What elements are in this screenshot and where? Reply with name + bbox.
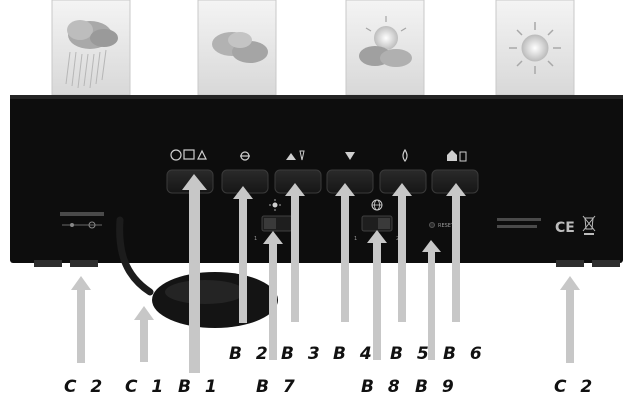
alarm-off-icon (240, 151, 250, 161)
forecast-panel-rain (51, 0, 131, 96)
forecast-panel-partly-sunny (345, 0, 425, 96)
drop-icon (402, 148, 408, 162)
alarm-icon (170, 149, 207, 161)
arrow-b6 (446, 183, 466, 322)
up-arrow-icon (286, 150, 305, 161)
label-b4: B 4 (333, 344, 376, 364)
home-icon (447, 150, 467, 162)
label-c1: C 1 (125, 377, 167, 397)
arrow-b5 (392, 183, 412, 322)
arrow-b9 (422, 240, 441, 360)
reset-label: RESET (438, 223, 455, 229)
globe-slider[interactable]: 1 2 (354, 199, 399, 242)
arrow-c2-right (560, 276, 580, 363)
label-b9: B 9 (415, 377, 458, 397)
forecast-panels (51, 0, 575, 96)
svg-text:1: 1 (254, 236, 257, 242)
ce-mark: CE (555, 220, 575, 236)
recycle-bin-icon (582, 215, 596, 235)
arrow-b8 (367, 230, 387, 360)
weather-station-body: 1 2 1 2 RESET (10, 95, 623, 267)
reset-control[interactable]: RESET (429, 222, 455, 230)
right-foot-a (556, 260, 584, 267)
arrow-b7 (263, 231, 283, 360)
label-b3: B 3 (281, 344, 324, 364)
label-b7: B 7 (256, 377, 299, 397)
arrow-b1 (182, 174, 207, 373)
product-label: CE (497, 215, 596, 236)
svg-text:2: 2 (396, 236, 399, 242)
down-arrow-icon (345, 152, 355, 160)
forecast-panel-sunny (495, 0, 575, 96)
light-icon (269, 199, 281, 211)
label-c2-right: C 2 (554, 377, 596, 397)
arrow-c2-left (71, 276, 91, 363)
right-foot-b (592, 260, 620, 267)
svg-text:1: 1 (354, 236, 357, 242)
button-icon-row (170, 148, 467, 162)
partly-sunny-icon (359, 16, 412, 67)
sunny-icon (509, 22, 561, 74)
left-foot-a (34, 260, 62, 267)
globe-icon (371, 199, 383, 211)
callout-arrows (71, 174, 580, 373)
arrow-b2 (233, 186, 253, 323)
reset-hole[interactable] (429, 222, 435, 228)
label-c2-left: C 2 (64, 377, 106, 397)
label-b2: B 2 (229, 344, 272, 364)
label-b1: B 1 (178, 377, 221, 397)
cloudy-icon (212, 32, 268, 63)
power-jack (60, 212, 104, 229)
callout-labels: B 2 B 3 B 4 B 5 B 6 C 2 C 1 B 1 B 7 B 8 … (64, 344, 596, 397)
forecast-panel-cloudy (197, 0, 277, 96)
label-b8: B 8 (361, 377, 404, 397)
arrow-c1 (134, 306, 154, 362)
left-foot-b (70, 260, 98, 267)
arrow-b4 (335, 183, 355, 322)
label-b6: B 6 (443, 344, 486, 364)
label-b5: B 5 (390, 344, 433, 364)
rain-cloud-icon (65, 20, 118, 89)
arrow-b3 (285, 183, 305, 322)
